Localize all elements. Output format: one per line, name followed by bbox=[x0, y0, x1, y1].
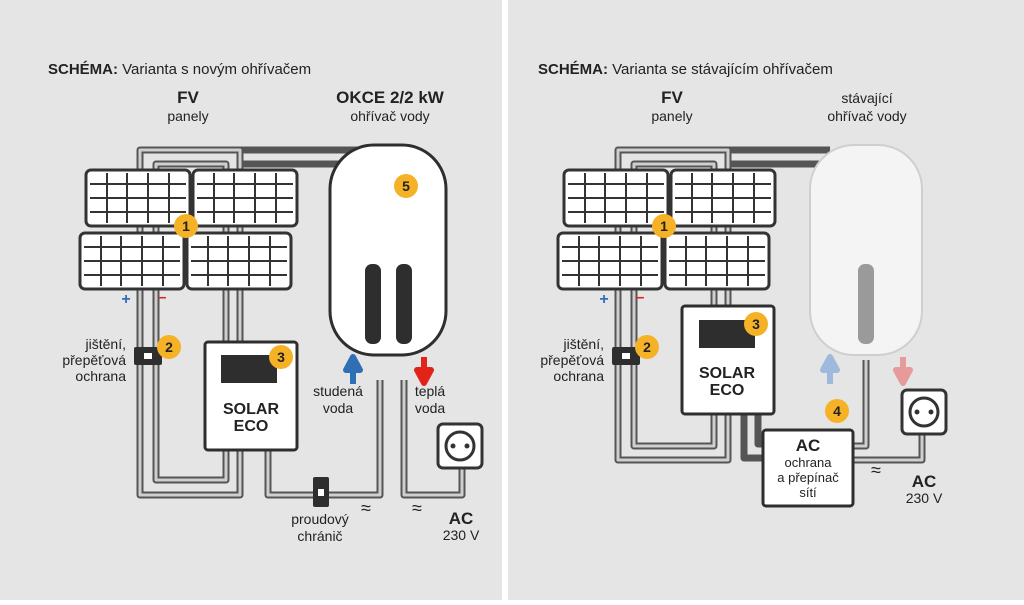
svg-text:1: 1 bbox=[182, 218, 190, 234]
heating-element bbox=[365, 264, 381, 344]
left-cold-water-line1: studená bbox=[313, 383, 363, 399]
left-badge-5: 5 bbox=[394, 174, 418, 198]
left-protection-line3: ochrana bbox=[75, 368, 126, 384]
svg-text:4: 4 bbox=[833, 403, 841, 419]
left-rcd-window bbox=[318, 489, 324, 496]
left-tilde-2: ≈ bbox=[412, 498, 422, 518]
right-pv-title: FV bbox=[661, 88, 683, 107]
right-badge-1: 1 bbox=[652, 214, 676, 238]
right-badge-2: 2 bbox=[635, 335, 659, 359]
left-heater-title: OKCE 2/2 kW bbox=[336, 88, 445, 107]
right-heading: SCHÉMA: Varianta se stávajícím ohřívačem bbox=[538, 61, 833, 78]
right-plus-sign: + bbox=[599, 291, 608, 308]
right-ac-subtitle: 230 V bbox=[906, 490, 943, 506]
ac-box-line1: AC bbox=[796, 436, 821, 455]
right-heater-subtitle: ohřívač vody bbox=[827, 108, 906, 124]
left-fuse-window bbox=[144, 353, 152, 359]
pv-panel bbox=[663, 231, 771, 291]
left-protection-line1: jištění, bbox=[85, 336, 126, 352]
right-power-socket-icon bbox=[900, 388, 948, 436]
left-pv-title: FV bbox=[177, 88, 199, 107]
heating-element bbox=[396, 264, 412, 344]
left-power-socket-icon bbox=[436, 422, 484, 470]
left-rcd-line1: proudový bbox=[291, 511, 349, 527]
right-device-label-line2: ECO bbox=[710, 382, 745, 399]
svg-text:2: 2 bbox=[643, 339, 651, 355]
right-tilde: ≈ bbox=[871, 460, 881, 480]
left-heater-subtitle: ohřívač vody bbox=[350, 108, 429, 124]
left-badge-2: 2 bbox=[157, 335, 181, 359]
left-plus-sign: + bbox=[121, 291, 130, 308]
ac-protection-box bbox=[761, 428, 855, 508]
left-protection-line2: přepěťová bbox=[62, 352, 126, 368]
hot-water-arrow-icon bbox=[893, 357, 913, 386]
right-protection-line2: přepěťová bbox=[540, 352, 604, 368]
ac-box-line2: ochrana bbox=[785, 455, 833, 470]
left-hot-water-line1: teplá bbox=[415, 383, 446, 399]
left-ac-subtitle: 230 V bbox=[443, 527, 480, 543]
left-minus-sign: – bbox=[158, 289, 167, 306]
svg-text:5: 5 bbox=[402, 178, 410, 194]
right-fuse-window bbox=[622, 353, 630, 359]
heating-element bbox=[858, 264, 874, 344]
svg-text:2: 2 bbox=[165, 339, 173, 355]
panel-divider bbox=[502, 0, 508, 600]
right-pv-subtitle: panely bbox=[651, 108, 692, 124]
right-existing-heater bbox=[809, 144, 923, 356]
left-badge-1: 1 bbox=[174, 214, 198, 238]
left-device-label-line2: ECO bbox=[234, 418, 269, 435]
left-water-heater bbox=[328, 143, 448, 357]
right-ac-title: AC bbox=[912, 472, 937, 491]
left-hot-water-line2: voda bbox=[415, 400, 446, 416]
pv-panel bbox=[84, 168, 192, 228]
pv-panel bbox=[185, 231, 293, 291]
right-minus-sign: – bbox=[636, 289, 645, 306]
left-device-display bbox=[221, 355, 277, 383]
cold-water-arrow-icon bbox=[343, 354, 363, 384]
right-heater-title: stávající bbox=[841, 90, 892, 106]
right-panel-background bbox=[508, 0, 1024, 600]
ac-box-line3: a přepínač bbox=[777, 470, 839, 485]
left-badge-3: 3 bbox=[269, 345, 293, 369]
left-variant: SCHÉMA: Varianta s novým ohřívačem FV pa… bbox=[48, 61, 484, 544]
svg-text:1: 1 bbox=[660, 218, 668, 234]
hot-water-arrow-icon bbox=[414, 357, 434, 386]
ac-box-line4: sítí bbox=[799, 485, 817, 500]
right-protection-line3: ochrana bbox=[553, 368, 604, 384]
cold-water-arrow-icon bbox=[820, 354, 840, 384]
right-badge-4: 4 bbox=[825, 399, 849, 423]
svg-text:3: 3 bbox=[752, 316, 760, 332]
pv-panel bbox=[556, 231, 664, 291]
pv-panel bbox=[562, 168, 670, 228]
left-pv-subtitle: panely bbox=[167, 108, 208, 124]
left-rcd-line2: chránič bbox=[297, 528, 342, 544]
left-heading: SCHÉMA: Varianta s novým ohřívačem bbox=[48, 61, 311, 78]
right-variant: SCHÉMA: Varianta se stávajícím ohřívačem… bbox=[538, 61, 948, 508]
right-protection-line1: jištění, bbox=[563, 336, 604, 352]
left-device-label-line1: SOLAR bbox=[223, 401, 279, 418]
pv-panel bbox=[78, 231, 186, 291]
left-tilde-1: ≈ bbox=[361, 498, 371, 518]
pv-panel bbox=[191, 168, 299, 228]
svg-text:3: 3 bbox=[277, 349, 285, 365]
left-cold-water-line2: voda bbox=[323, 400, 354, 416]
right-badge-3: 3 bbox=[744, 312, 768, 336]
right-device-label-line1: SOLAR bbox=[699, 365, 755, 382]
pv-panel bbox=[669, 168, 777, 228]
left-ac-title: AC bbox=[449, 509, 474, 528]
